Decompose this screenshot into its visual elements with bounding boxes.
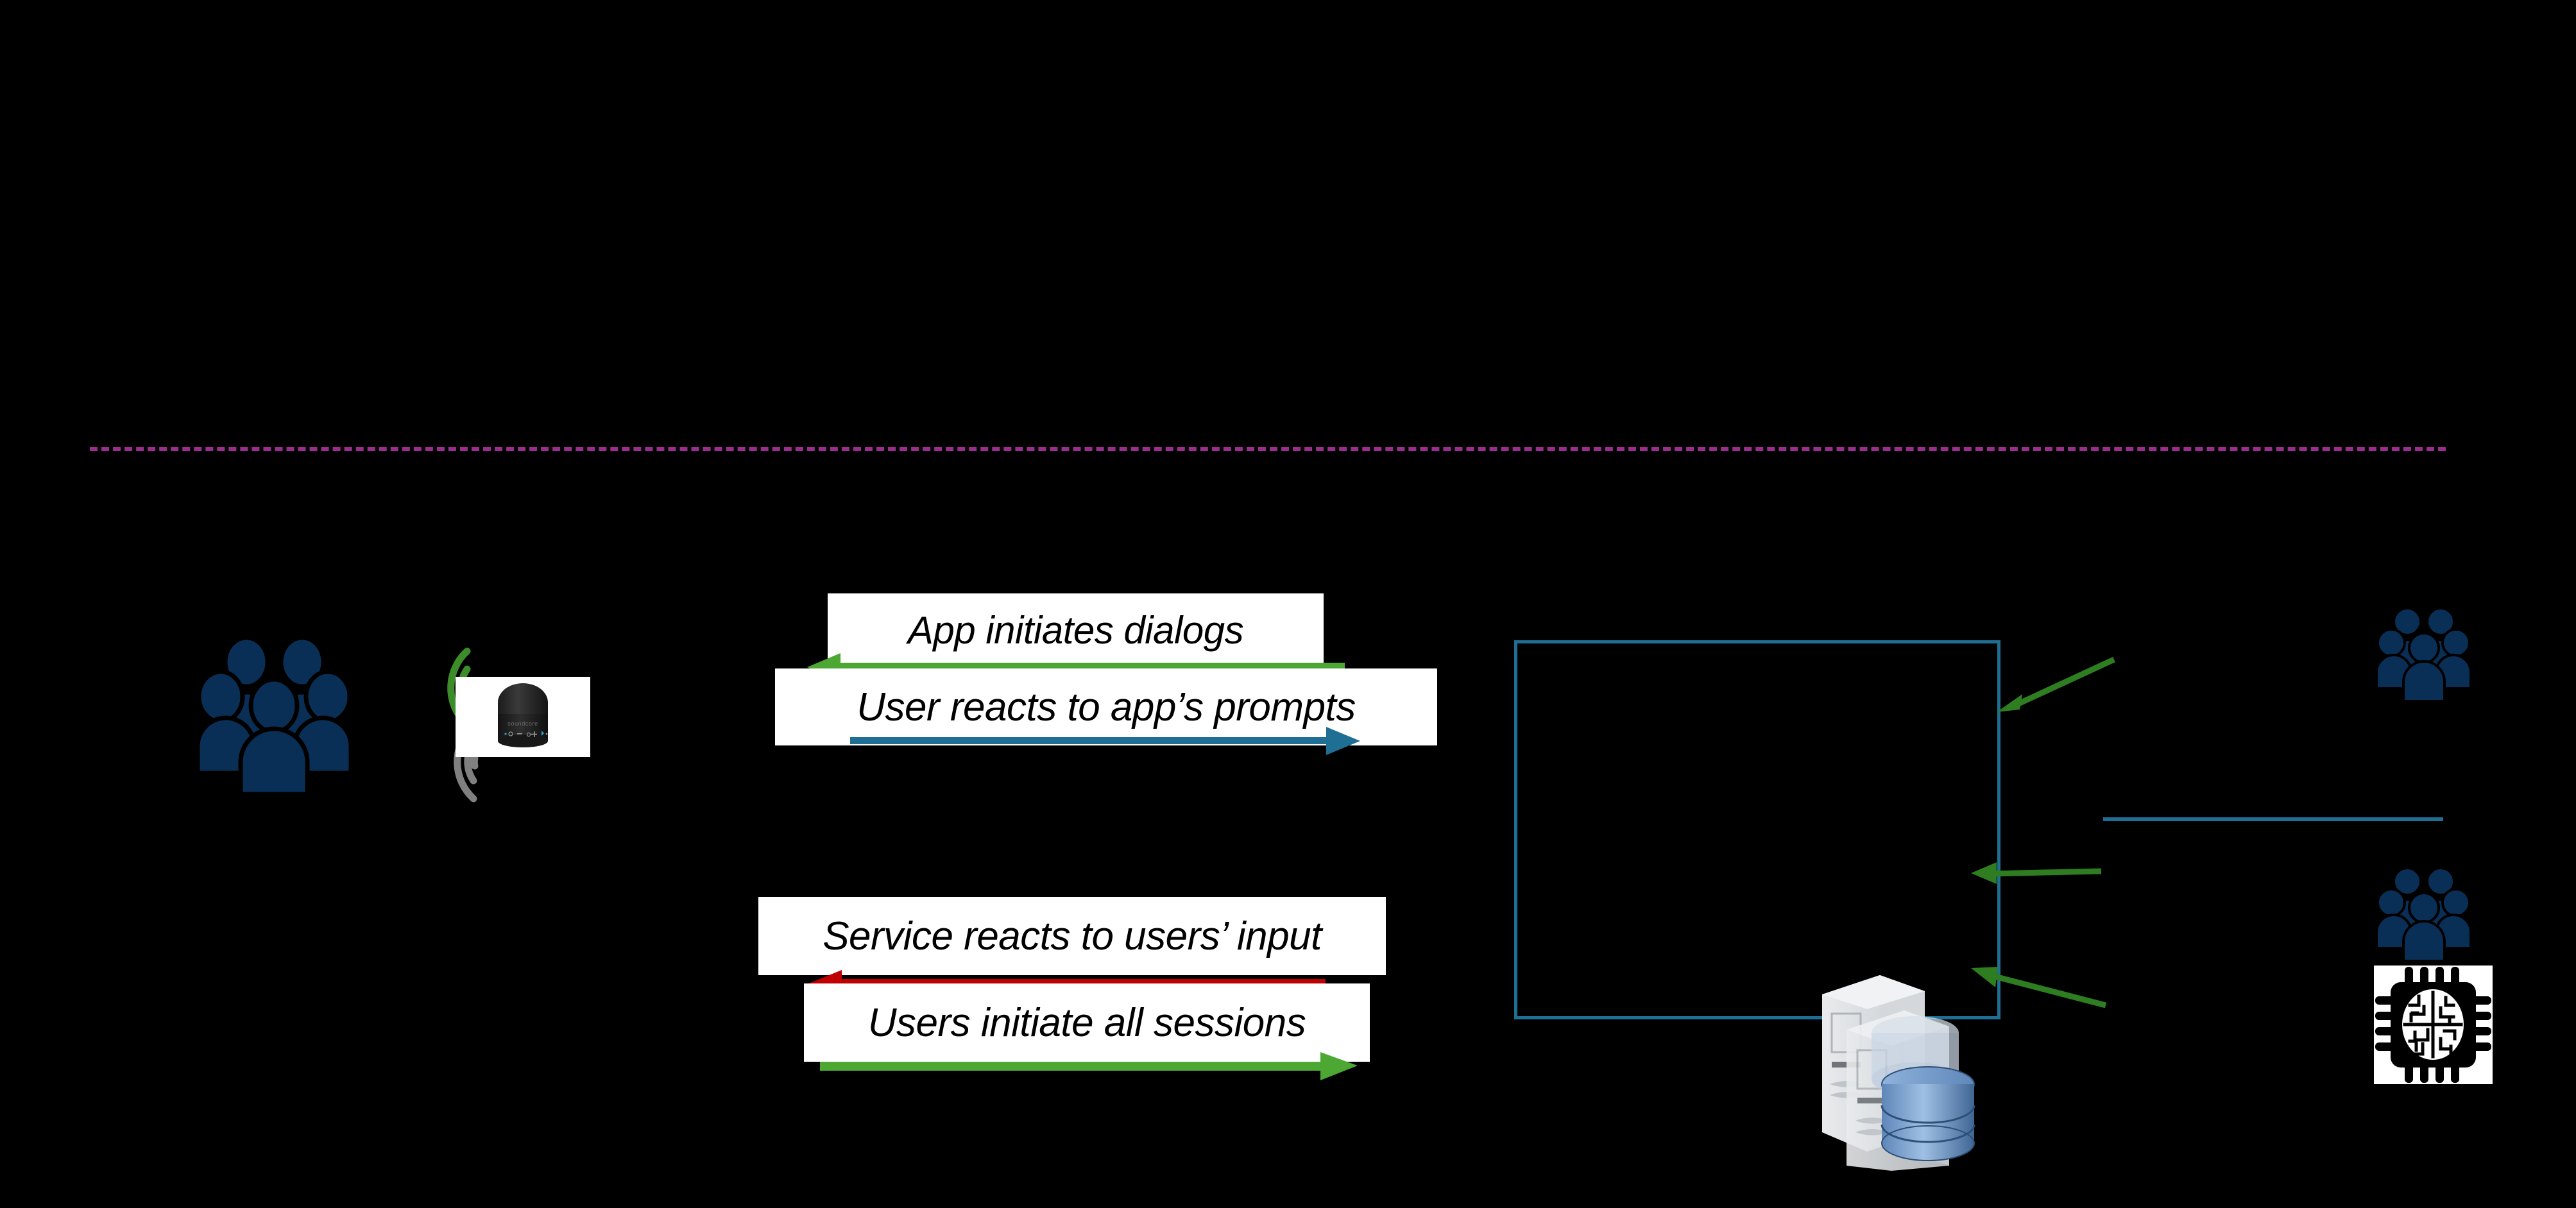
smart-speaker-icon: soundcore	[456, 677, 590, 757]
dashed-divider	[90, 447, 2446, 451]
service-boundary-box	[1514, 640, 2000, 1019]
label-text: User reacts to app’s prompts	[857, 685, 1356, 729]
connector-arrow-bottom	[1963, 959, 2111, 1010]
arrow-user-reacts-to-prompts	[850, 727, 1360, 755]
people-group-icon	[192, 635, 356, 795]
server-database-icon	[1796, 940, 1995, 1171]
label-app-initiates-dialogs: App initiates dialogs	[828, 593, 1324, 667]
ai-chip-icon	[2374, 966, 2493, 1084]
arrow-users-initiate-sessions	[820, 1052, 1358, 1080]
svg-text:soundcore: soundcore	[508, 720, 538, 727]
horizontal-rule	[2103, 817, 2443, 821]
label-users-initiate-sessions: Users initiate all sessions	[804, 983, 1370, 1062]
label-text: Service reacts to users’ input	[823, 914, 1322, 958]
label-text: App initiates dialogs	[907, 609, 1244, 652]
label-text: Users initiate all sessions	[867, 1000, 1306, 1045]
people-group-icon	[2374, 606, 2473, 702]
people-group-icon	[2374, 866, 2473, 962]
label-service-reacts-to-input: Service reacts to users’ input	[758, 897, 1386, 975]
connector-arrow-top	[1983, 654, 2117, 715]
connector-arrow-middle	[1963, 860, 2104, 885]
